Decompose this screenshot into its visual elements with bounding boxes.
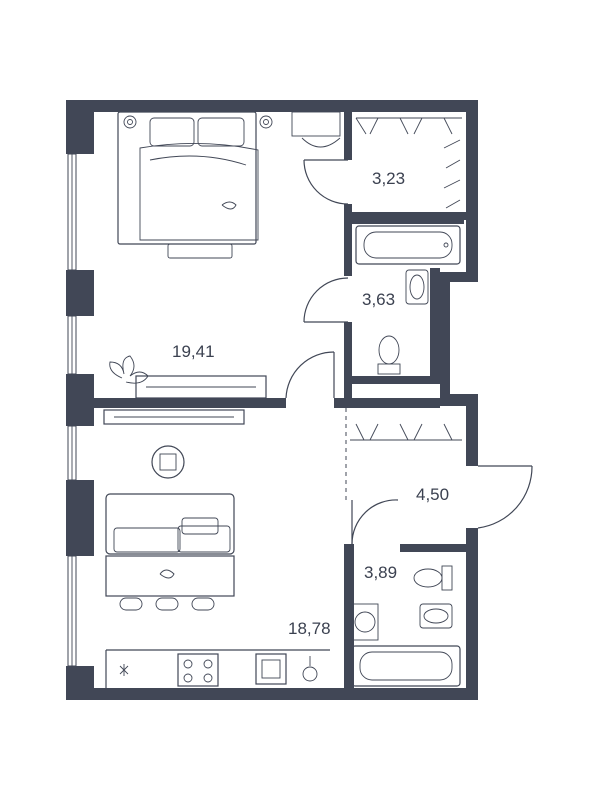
windows <box>67 153 77 667</box>
bedroom-area-label: 19,41 <box>172 342 215 361</box>
kitchen-sink-icon <box>255 653 287 685</box>
hall-area-label: 4,50 <box>416 485 449 504</box>
sink-icon-2 <box>419 603 453 629</box>
tv-stand <box>135 375 267 399</box>
bathtub-icon <box>355 225 461 265</box>
interior-walls <box>94 112 466 700</box>
bathroom-top-area-label: 3,63 <box>362 290 395 309</box>
clock-icon <box>151 445 185 479</box>
dining-table-icon <box>105 555 235 611</box>
kitchen-counter <box>105 649 330 688</box>
bed-icon <box>117 111 259 259</box>
outer-walls <box>66 100 478 700</box>
sofa-icon <box>105 493 235 555</box>
sink-icon <box>405 269 429 305</box>
wall-shelf <box>103 409 245 425</box>
wardrobe-shelves <box>355 117 462 209</box>
bathroom-bottom-area-label: 3,89 <box>364 563 397 582</box>
fridge-icon <box>302 656 318 682</box>
wardrobe-area-label: 3,23 <box>372 169 405 188</box>
nightstand-lamps <box>123 111 341 148</box>
hall-wardrobe <box>350 423 462 441</box>
kitchen-living-area-label: 18,78 <box>288 619 331 638</box>
toilet-icon-2 <box>413 565 453 591</box>
toilet-icon <box>377 335 401 375</box>
doors <box>285 159 533 545</box>
stove-icon <box>177 653 219 687</box>
bathtub-icon-2 <box>351 645 461 687</box>
plant-icon <box>109 355 149 384</box>
washing-machine-icon <box>351 603 379 641</box>
